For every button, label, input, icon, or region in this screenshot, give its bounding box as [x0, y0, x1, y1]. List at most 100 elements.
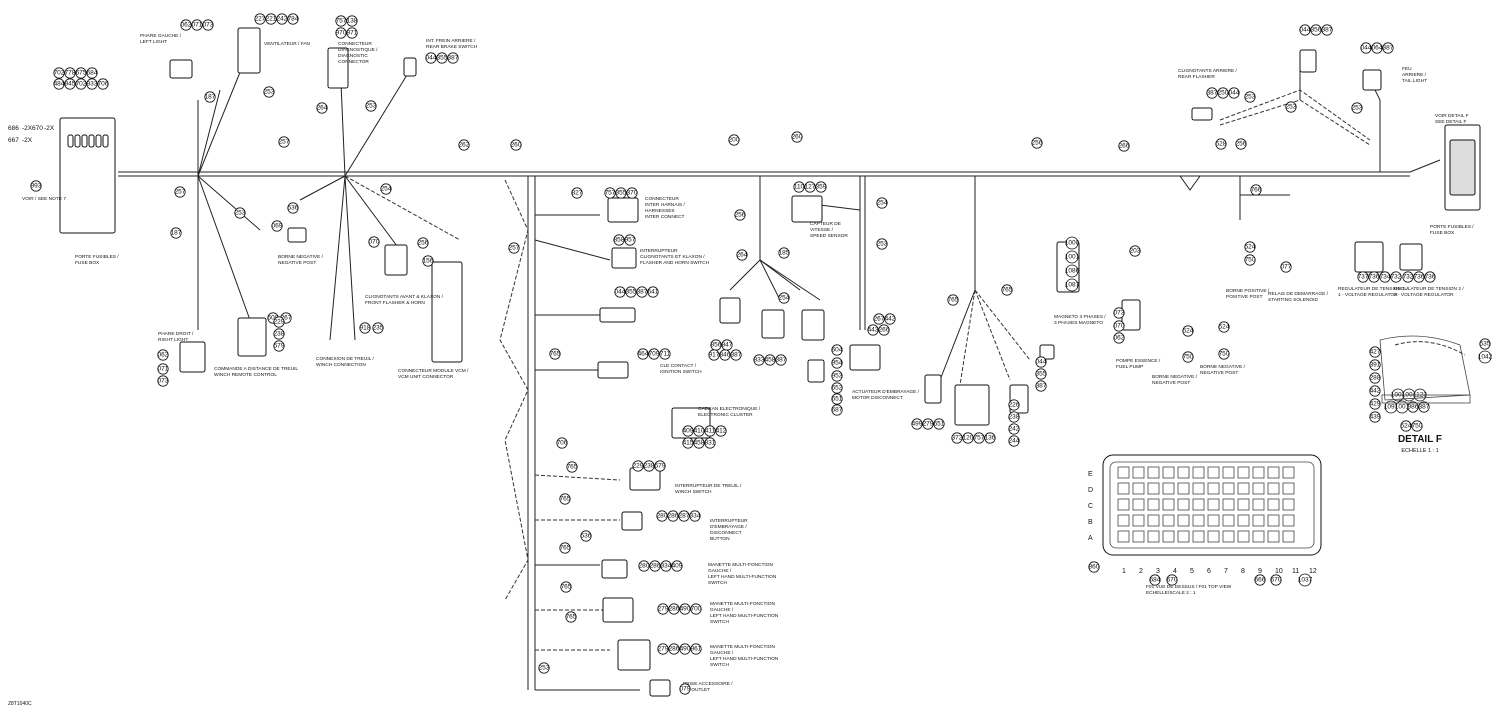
ref-number: 536	[288, 205, 299, 212]
ref-number: 409	[683, 428, 694, 435]
wire	[534, 474, 621, 481]
ref-number: 750	[1183, 354, 1194, 361]
fuse-cell	[1132, 482, 1145, 495]
fuse-col-label: 7	[1224, 568, 1228, 575]
ref-bubble: 110	[793, 181, 805, 193]
fuse-cell	[1237, 482, 1250, 495]
ref-bubble: 684	[1149, 574, 1161, 586]
ref-bubble: 250	[1217, 87, 1229, 99]
label-line: FEU	[1402, 66, 1412, 72]
ref-bubble: 262	[458, 139, 470, 151]
fuse-cell	[1237, 466, 1250, 479]
ref-number: 257	[175, 189, 186, 196]
ref-bubble: 410	[693, 425, 705, 437]
connector-833	[761, 309, 785, 339]
ref-number: 765	[567, 464, 578, 471]
ref-number: 070	[1114, 323, 1125, 330]
ref-bubble: 266	[1118, 140, 1130, 152]
ref-bubble: 427	[1369, 346, 1381, 358]
label-actuateur: ACTUATEUR D'EMBRAYAGE /MOTOR DISCONNECT	[852, 389, 920, 401]
ref-number: 765	[948, 297, 959, 304]
ref-number: 355	[626, 289, 637, 296]
ref-bubble: 286	[667, 510, 679, 522]
ref-number: 411	[705, 428, 716, 435]
fuse-cell	[1282, 482, 1295, 495]
label-line: CAPTEUR DE	[810, 221, 841, 227]
ref-number: 675	[76, 70, 87, 77]
label-interrupteur-treuil: INTERRUPTEUR DE TREUIL /WINCH SWITCH	[675, 483, 742, 495]
label-line: NEGATIVE POST	[1152, 380, 1190, 386]
detail-f-outline	[1379, 335, 1471, 401]
ref-number: 750	[1245, 257, 1256, 264]
ref-number: 253	[1286, 104, 1297, 111]
ref-number: 651	[934, 421, 945, 428]
ref-number: 847	[722, 342, 733, 349]
ref-bubble: 524	[1182, 325, 1194, 337]
ref-bubble: 1000	[1065, 236, 1080, 250]
ref-bubble: 257	[278, 136, 290, 148]
label-line: CLE CONTACT /	[660, 363, 697, 369]
label-magneto: MAGNETO 3 PHASES /3 PHASES MAGNETO	[1054, 314, 1106, 326]
fuse-cell	[1162, 498, 1175, 511]
ref-number: 524	[1219, 324, 1230, 331]
fuse-row-label: C	[1088, 503, 1093, 510]
ref-bubble: 257	[508, 242, 520, 254]
label-line: SEE DETAIL F	[1435, 119, 1467, 125]
ref-bubble: 702	[53, 67, 65, 79]
ref-number: 267	[874, 316, 885, 323]
ref-number: 700	[691, 606, 702, 613]
fuse-row-label: E	[1088, 471, 1093, 478]
ref-bubble: 070	[368, 236, 380, 248]
ref-number: 235	[373, 325, 384, 332]
ref-number: 1097	[1384, 404, 1399, 411]
label-line: 3 PHASES MAGNETO	[1054, 320, 1103, 326]
ref-bubble: 765	[559, 493, 571, 505]
ref-number: 253	[366, 103, 377, 110]
ref-bubble: 490	[679, 643, 691, 655]
ref-bubble: 765	[549, 348, 561, 360]
ref-bubble: 858	[613, 234, 625, 246]
fuse-cell	[1207, 530, 1220, 543]
ref-bubble: 286	[668, 643, 680, 655]
ref-number: 535	[1480, 341, 1491, 348]
ref-bubble: 429	[1369, 398, 1381, 410]
ref-number: 355	[1036, 371, 1047, 378]
ref-bubble: 784	[287, 13, 299, 25]
label-line: BORNE NEGATIVE /	[278, 254, 324, 260]
label-line: BORNE NEGATIVE /	[1152, 374, 1198, 380]
ref-bubble: 1042	[1478, 350, 1493, 364]
ref-bubble: 286	[649, 560, 661, 572]
ref-number: 062	[158, 352, 169, 359]
ref-number: 288	[1370, 375, 1381, 382]
ref-number: 262	[459, 142, 470, 149]
ref-number: 684	[87, 70, 98, 77]
ref-bubble: 535	[1479, 338, 1491, 350]
ref-bubble: 062	[157, 349, 169, 361]
ref-number: 1000	[1065, 240, 1080, 247]
ref-bubble: 579	[273, 340, 285, 352]
ref-number: 264	[317, 105, 328, 112]
ref-number: 442	[1370, 388, 1381, 395]
ref-bubble: 138	[346, 15, 358, 27]
connector-372	[954, 384, 990, 426]
ref-number: 846	[720, 352, 731, 359]
ref-number: 784	[288, 16, 299, 23]
ref-number: 706	[557, 440, 568, 447]
fuse-cell	[1117, 482, 1130, 495]
negative-post-1	[287, 227, 307, 243]
ref-bubble: 334	[689, 510, 701, 522]
fuse-cell	[1207, 482, 1220, 495]
ref-number: 670	[1271, 577, 1282, 584]
ref-number: 279	[658, 646, 669, 653]
ref-number: 536	[581, 533, 592, 540]
fuse-cell	[1132, 530, 1145, 543]
wire	[197, 59, 246, 177]
ref-bubble: 700	[690, 603, 702, 615]
label-line: CONNECTEUR	[338, 41, 372, 47]
ref-number: 254	[381, 186, 392, 193]
label-line: FUEL PUMP	[1116, 364, 1143, 370]
